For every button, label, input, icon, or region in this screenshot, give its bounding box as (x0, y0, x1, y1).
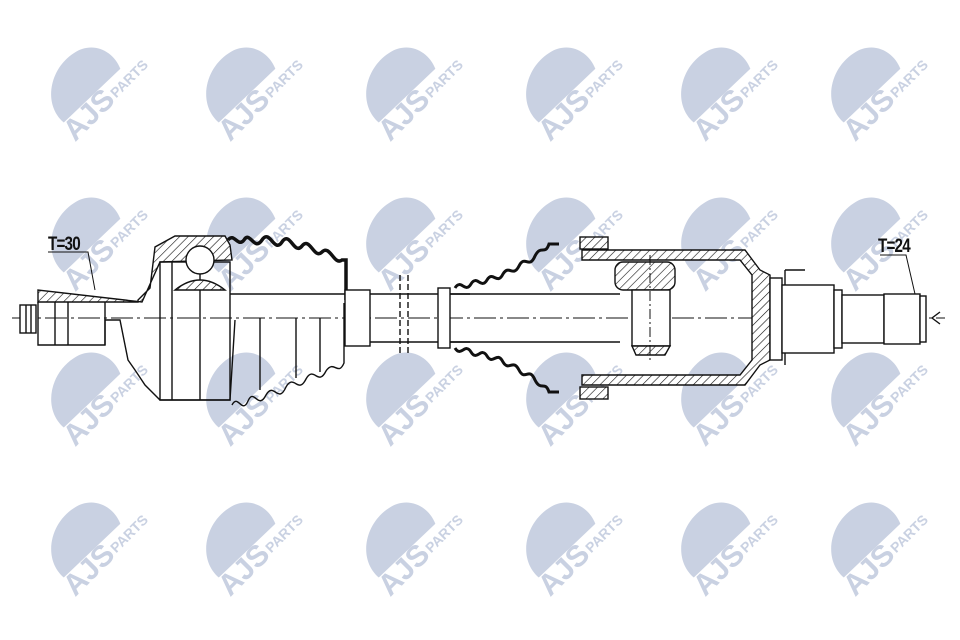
watermark-logo (184, 476, 311, 603)
watermark-logo (504, 476, 631, 603)
watermark-logo (29, 476, 156, 603)
right-spline-teeth-label: T=24 (878, 236, 911, 257)
shaft-drawing (12, 235, 945, 407)
watermark-logo (29, 21, 156, 148)
watermark-logo (184, 171, 311, 298)
watermark-logo (184, 21, 311, 148)
watermark-logo (809, 171, 936, 298)
watermark-logo (809, 21, 936, 148)
watermark-logo (809, 476, 936, 603)
watermark-logo (504, 171, 631, 298)
watermark-logo (344, 476, 471, 603)
watermark-logo (504, 326, 631, 453)
watermark-logo (344, 171, 471, 298)
watermark-logo (184, 326, 311, 453)
left-spline-teeth-label: T=30 (48, 234, 81, 255)
watermark-logo (504, 21, 631, 148)
watermark-logo (659, 21, 786, 148)
watermark-logo (659, 476, 786, 603)
watermark-logo (344, 21, 471, 148)
